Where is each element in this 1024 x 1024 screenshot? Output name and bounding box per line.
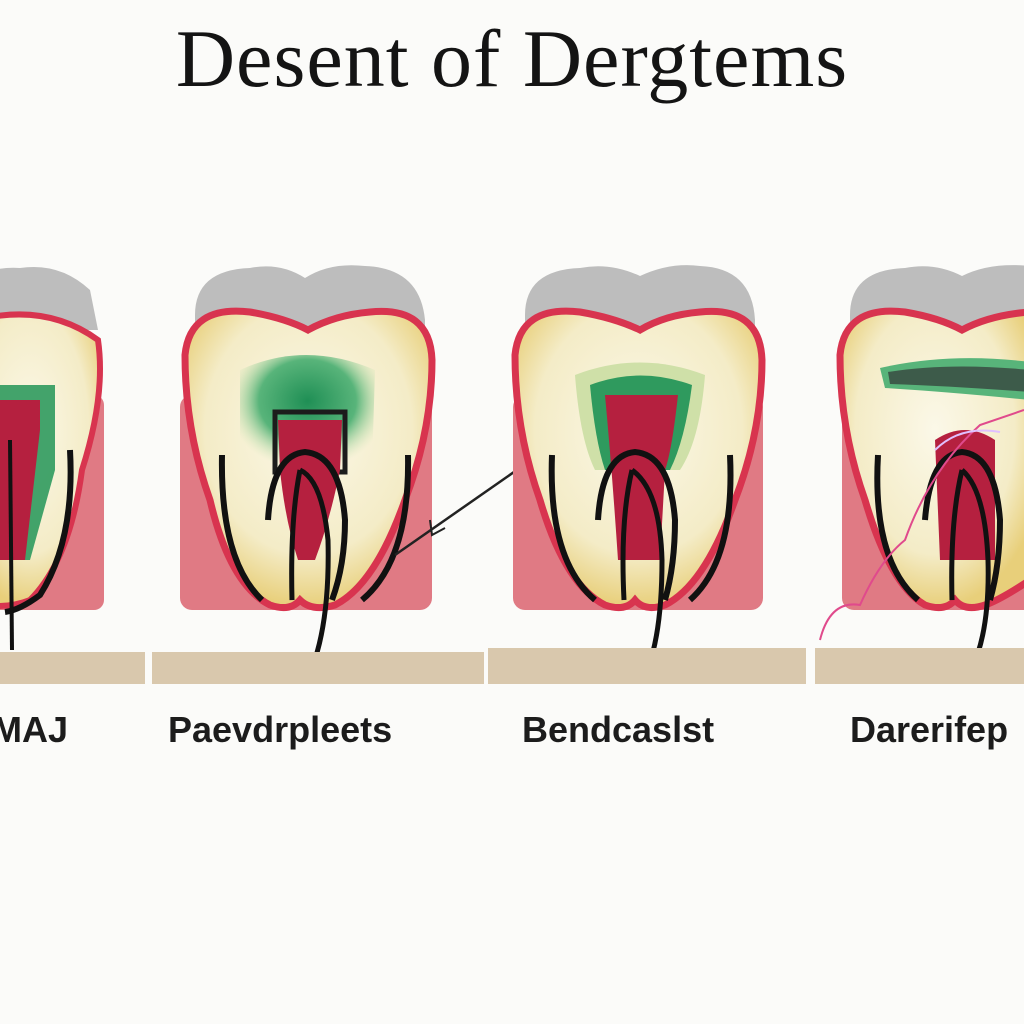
stage-label-2: Paevdrpleets (168, 709, 393, 750)
tooth-stage-4 (815, 265, 1024, 684)
nerve-strand (819, 409, 1024, 641)
root-canal-line (595, 448, 679, 601)
root-canal-line (548, 454, 597, 603)
root-canal-line (949, 469, 965, 601)
pointer-line-tip (429, 519, 446, 537)
stage-label-1: MAJ (0, 709, 69, 750)
decay-band (888, 366, 1024, 392)
root-canal-line (289, 469, 303, 601)
root-canal-line (687, 454, 734, 603)
root-canal-line (298, 467, 331, 669)
base-plate (0, 652, 145, 684)
root-canal-line (922, 448, 1004, 601)
root-canal-line (360, 454, 412, 603)
tooth-stage-1 (0, 267, 145, 684)
root-canal-line (620, 469, 635, 601)
stage-label-3: Bendcaslst (522, 709, 715, 750)
diagram-title: Desent of Dergtems (175, 13, 849, 104)
nerve-strand (934, 429, 1001, 451)
base-plate (815, 648, 1024, 684)
root-canal-line (630, 467, 665, 669)
tooth-stage-3 (488, 265, 806, 684)
root-canal-line (218, 454, 265, 603)
root-canal-line (874, 454, 920, 603)
root-canal-line (960, 468, 991, 670)
root-canal-line (4, 449, 74, 615)
root-canal-line (265, 448, 349, 602)
root-canal-line (8, 439, 14, 651)
stage-label-4: Darerifep (850, 709, 1009, 750)
tooth-stage-2 (152, 265, 484, 684)
base-plate (488, 648, 806, 684)
base-plate (152, 652, 484, 684)
